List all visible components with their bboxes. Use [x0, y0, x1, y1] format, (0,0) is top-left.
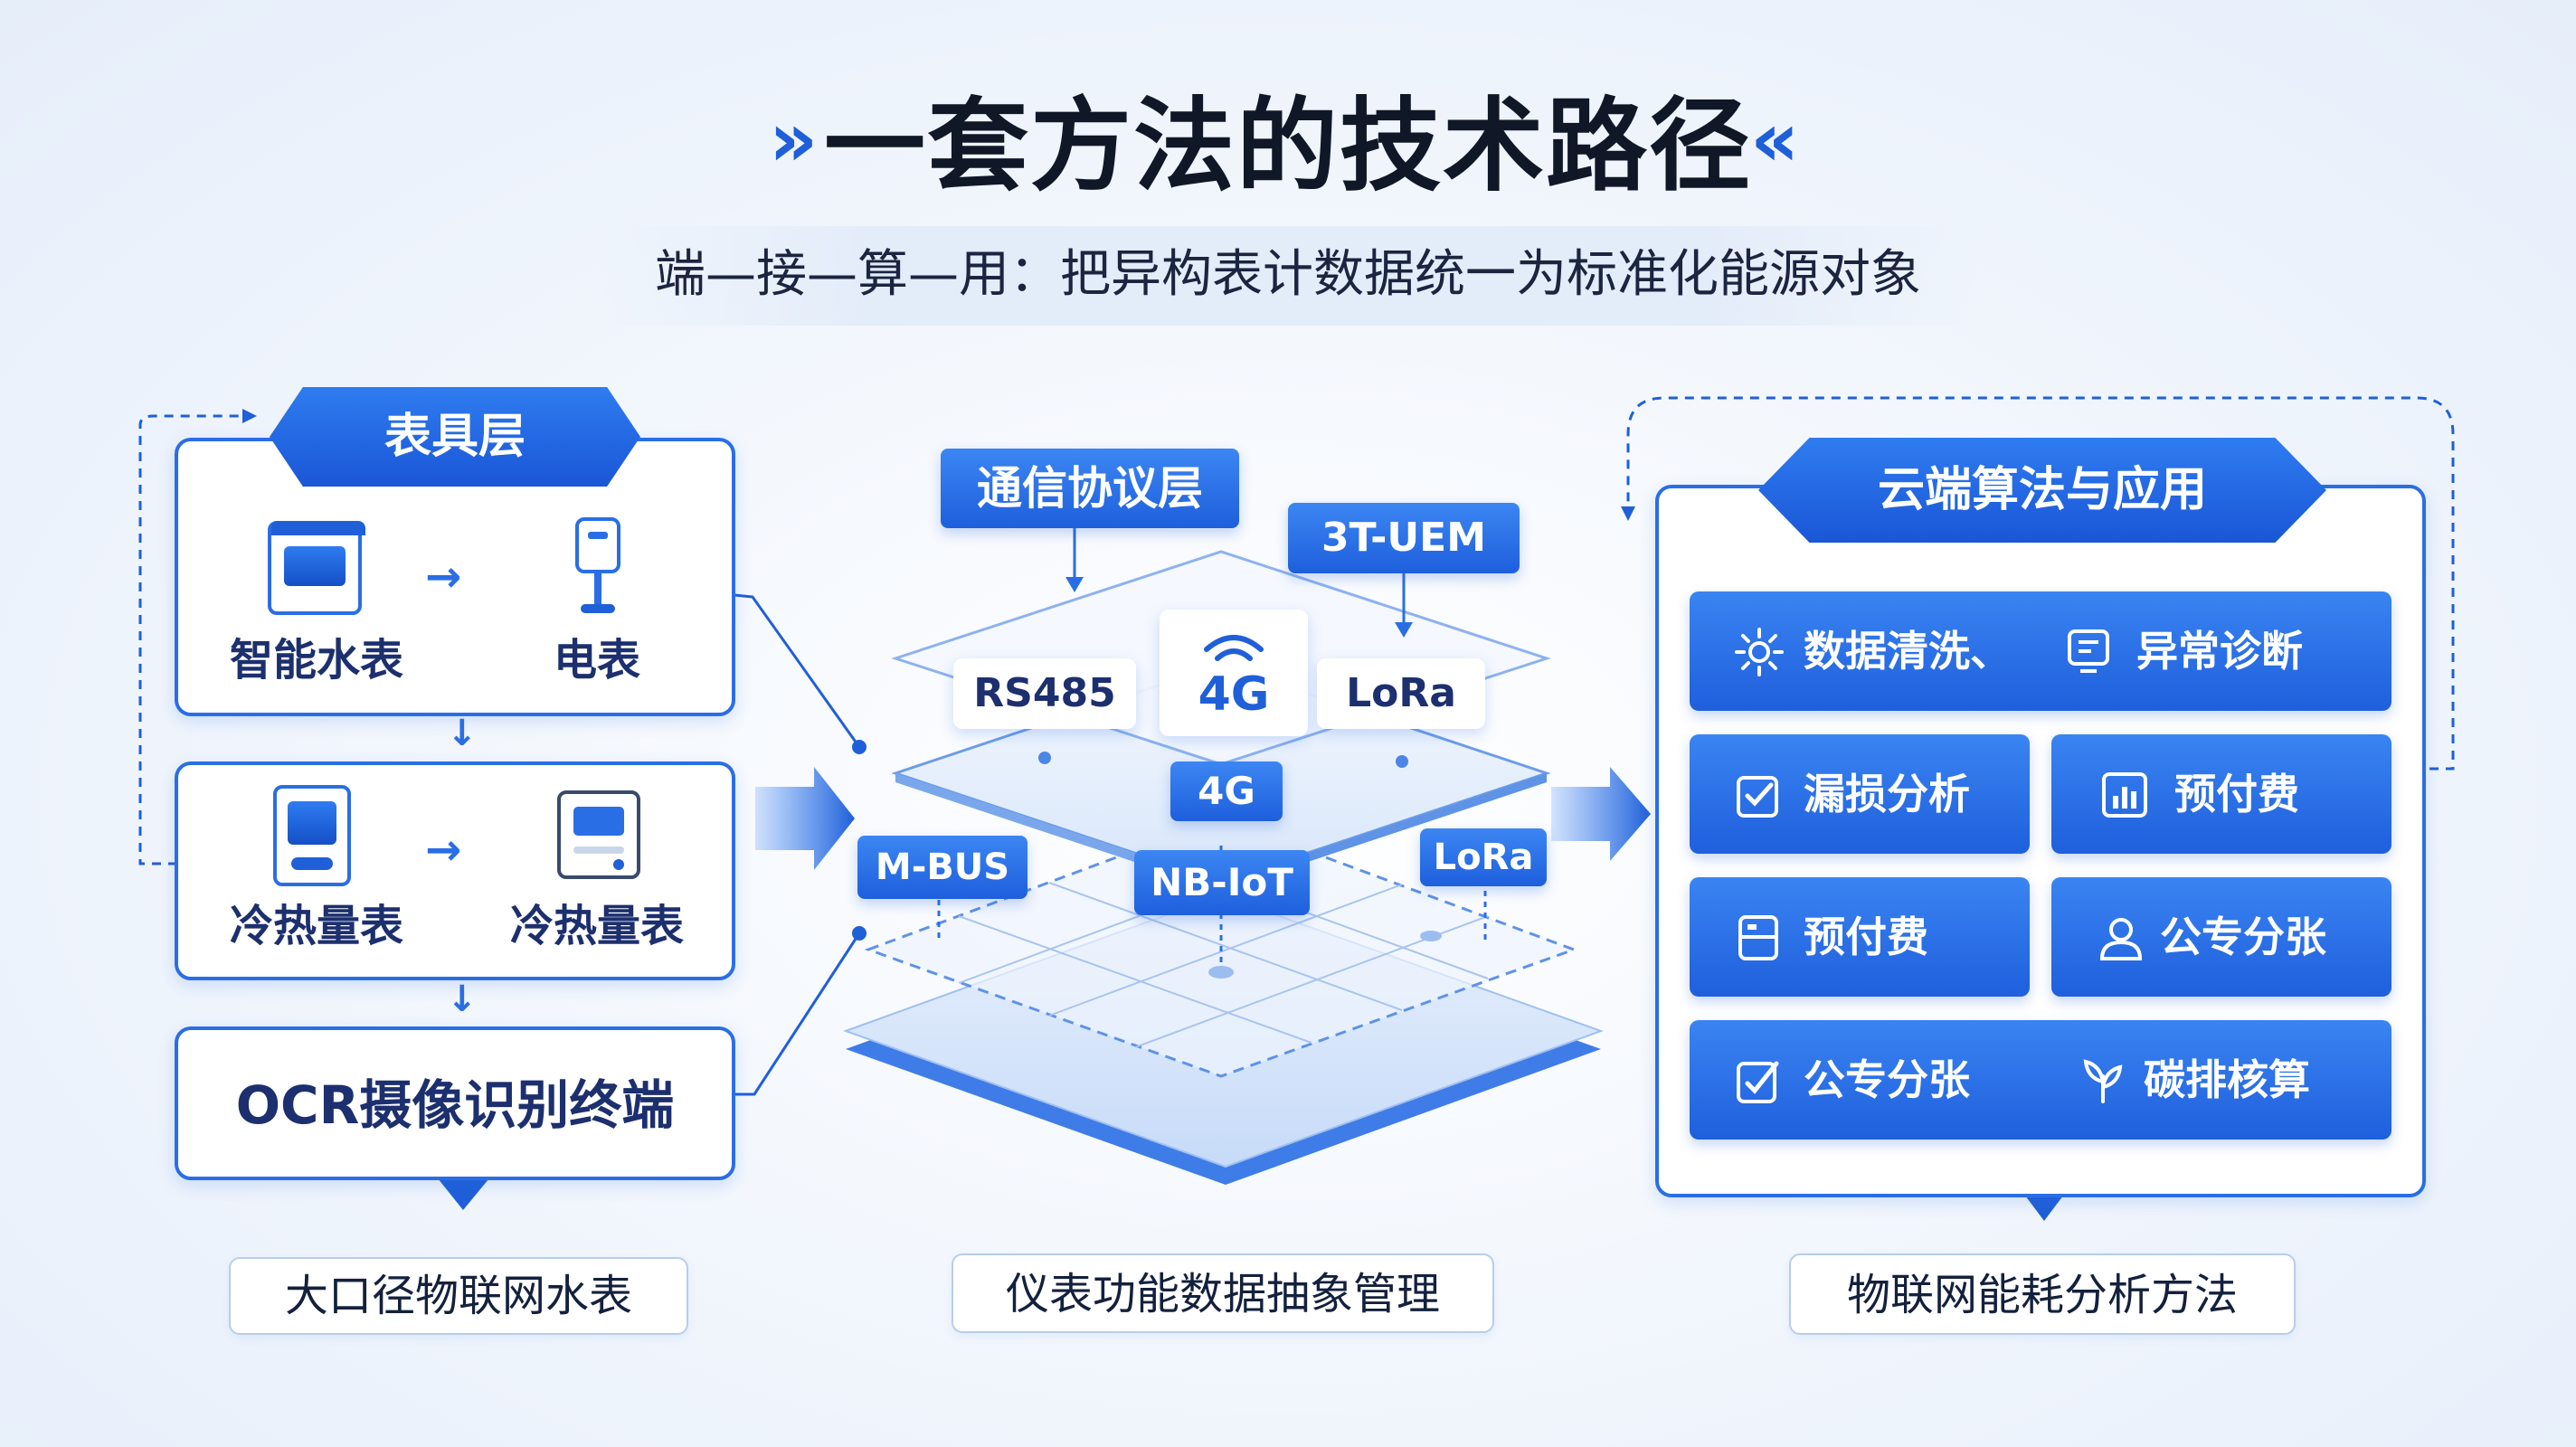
electric-meter-label: 电表 [553, 635, 640, 686]
page-title: 一套方法的技术路径 [824, 88, 1752, 205]
connector-top [734, 593, 861, 748]
electric-meter-icon [575, 517, 620, 617]
leaf-icon [2083, 1059, 2123, 1103]
subtitle-band [597, 226, 1979, 326]
bar-chart-icon [2102, 772, 2147, 818]
protocol-tag-rs485: RS485 [953, 658, 1136, 729]
tile-leak-analysis[interactable]: 漏损分析 [1690, 734, 2030, 854]
cloud-layer-banner: 云端算法与应用 [1758, 438, 2326, 543]
arrow-down-icon: ↓ [447, 713, 478, 754]
arrow-right-icon: → [425, 825, 462, 875]
protocol-tag-mbus: M-BUS [857, 836, 1028, 899]
cold-heat-meter-label: 冷热量表 [229, 901, 403, 951]
protocol-layer-banner: 通信协议层 [941, 449, 1239, 528]
meter-layer-banner: 表具层 [270, 387, 640, 487]
protocol-tag-lora-bottom: LoRa [1420, 828, 1547, 886]
terminal-icon [1738, 915, 1778, 960]
smart-water-meter-icon [268, 521, 365, 615]
user-icon [2099, 918, 2143, 960]
cold-heat-meter-icon [273, 785, 351, 886]
tile-split-carbon[interactable]: 公专分张 碳排核算 [1690, 1020, 2391, 1140]
tile-label: 预付费 [1804, 913, 1928, 961]
protocol-4g-label: 4G [1198, 667, 1270, 722]
arrow-down-icon: ↓ [447, 979, 478, 1020]
ocr-terminal-label: OCR摄像识别终端 [235, 1074, 675, 1136]
tile-label: 异常诊断 [2136, 627, 2303, 676]
cold-heat-meter-label: 冷热量表 [509, 901, 684, 951]
arrow-right-icon: → [425, 552, 462, 602]
protocol-tag-4g: 4G [1170, 761, 1283, 821]
big-arrow-left [755, 767, 855, 870]
big-arrow-right [1551, 767, 1651, 861]
tile-public-private-split[interactable]: 公专分张 [2051, 877, 2391, 997]
wifi-icon [1204, 635, 1264, 661]
tile-label: 漏损分析 [1804, 770, 1970, 818]
monitor-icon [2068, 629, 2109, 673]
tile-label: 数据清洗、 [1804, 627, 2012, 676]
right-caption: 物联网能耗分析方法 [1789, 1253, 2296, 1335]
gear-icon [1735, 628, 1784, 676]
left-caption: 大口径物联网水表 [229, 1257, 688, 1335]
protocol-tag-3t-uem: 3T-UEM [1288, 503, 1520, 573]
checklist-icon [1737, 776, 1778, 818]
left-dashed-loop [138, 414, 244, 865]
protocol-tag-4g-center: 4G [1160, 610, 1308, 736]
right-dashed-loop [1626, 396, 2455, 771]
tile-label: 预付费 [2174, 770, 2299, 818]
chevron-left-icon: « [1750, 95, 1800, 184]
tile-cleaning-diagnosis[interactable]: 数据清洗、 异常诊断 [1690, 591, 2391, 711]
cold-heat-meter-icon [557, 790, 640, 879]
page-subtitle: 端—接—算—用：把异构表计数据统一为标准化能源对象 [655, 245, 1921, 304]
chevron-right-icon: » [769, 95, 819, 184]
ocr-panel [175, 1026, 735, 1180]
protocol-tag-lora: LoRa [1317, 658, 1485, 729]
center-caption: 仪表功能数据抽象管理 [952, 1253, 1494, 1333]
connector-bottom [734, 932, 861, 1096]
tile-label: 碳排核算 [2144, 1055, 2310, 1104]
left-down-triangle [434, 1174, 493, 1210]
tile-prepaid[interactable]: 预付费 [1690, 877, 2030, 997]
tile-label: 公专分张 [1804, 1055, 1970, 1104]
smart-water-meter-label: 智能水表 [229, 635, 403, 686]
protocol-tag-nbiot: NB-IoT [1134, 850, 1310, 915]
edit-icon [1737, 1061, 1779, 1103]
tile-prepaid[interactable]: 预付费 [2051, 734, 2391, 854]
meter-panel-middle [175, 761, 735, 980]
tile-label: 公专分张 [2160, 913, 2326, 961]
